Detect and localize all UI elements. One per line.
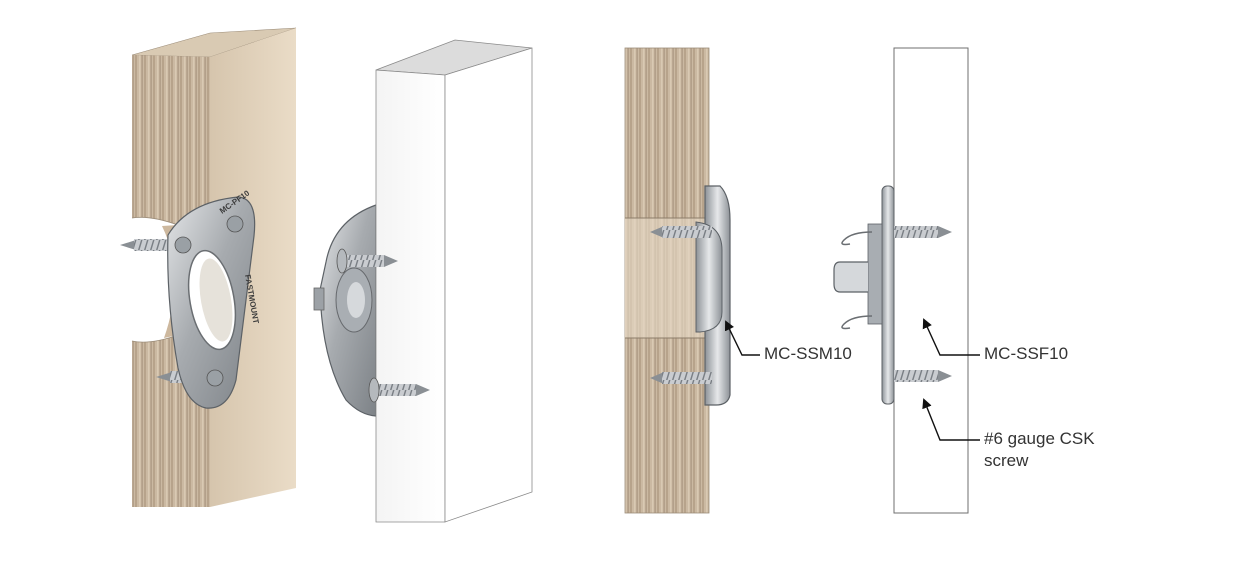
leader-ssm	[724, 320, 760, 356]
screw-hole-icon	[226, 215, 244, 233]
screw-bottom-ssf	[894, 370, 952, 382]
white-panel-section	[893, 47, 969, 514]
label-mc-ssf10: MC-SSF10	[984, 344, 1069, 363]
leader-ssf	[922, 318, 980, 356]
label-screw: #6 gauge CSK screw	[984, 428, 1095, 472]
screw-top-white	[336, 248, 398, 274]
screw-bottom-white	[368, 377, 430, 403]
wood-panel-section	[624, 47, 710, 514]
screw-top-section	[650, 226, 712, 238]
leader-screw	[922, 398, 980, 441]
fitting-female-3d	[313, 204, 377, 417]
fitting-mc-pf10: MC-PF10 FASTMOUNT	[167, 188, 261, 409]
label-mc-ssm10: MC-SSM10	[764, 344, 852, 363]
screw-hole-icon	[206, 369, 224, 387]
label-screw-line2: screw	[984, 451, 1029, 470]
white-panel-3d	[375, 39, 533, 523]
fitting-mc-ssf10	[833, 185, 895, 405]
screw-hole-icon	[174, 236, 192, 254]
label-screw-line1: #6 gauge CSK	[984, 429, 1095, 448]
screw-bottom-section	[650, 372, 712, 384]
screw-top-ssf	[894, 226, 952, 238]
